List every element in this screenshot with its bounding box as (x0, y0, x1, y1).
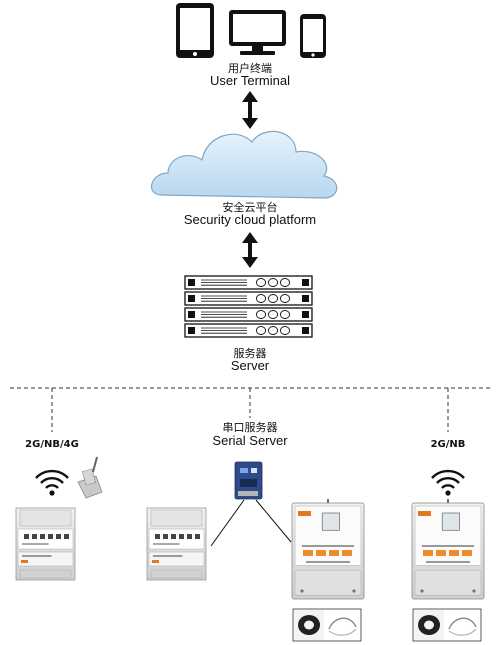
din-rail-meter (146, 507, 207, 581)
serial-server-device-icon (234, 461, 263, 500)
server-label-en: Server (230, 358, 270, 373)
wifi-signal-icon (35, 469, 69, 496)
server-label-cn: 服务器 (233, 347, 267, 360)
wifi-signal-icon (431, 469, 465, 496)
server-rack-icon (184, 275, 313, 338)
double-arrow-icon (242, 91, 258, 129)
cloud-label-cn: 安全云平台 (222, 201, 278, 214)
double-arrow-icon (242, 232, 258, 268)
tablet-icon (176, 3, 214, 58)
antenna-module-icon (77, 456, 103, 499)
cloud-icon (151, 130, 338, 199)
smartphone-icon (300, 14, 326, 58)
leakage-sensor-photo (292, 608, 362, 642)
panel-meter (411, 499, 485, 600)
left-network-label: 2G/NB/4G (25, 439, 79, 450)
desktop-monitor-icon (229, 10, 286, 55)
terminal-label-cn: 用户终端 (228, 62, 272, 75)
serial-server-label-en: Serial Server (212, 433, 288, 448)
cloud-label-en: Security cloud platform (183, 212, 317, 227)
terminal-label-en: User Terminal (210, 73, 290, 88)
din-rail-meter (15, 507, 76, 581)
leakage-sensor-photo (412, 608, 482, 642)
panel-meter (291, 499, 365, 600)
serial-server-label-cn: 串口服务器 (222, 421, 278, 434)
right-network-label: 2G/NB (430, 439, 466, 450)
